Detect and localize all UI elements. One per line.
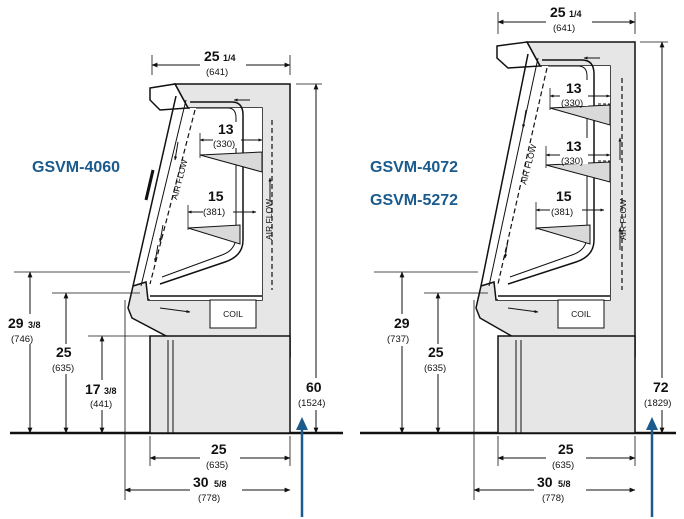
left-shelf-upper-value: 13 (218, 121, 234, 137)
left-shelf-lower-mm: (381) (203, 207, 225, 218)
left-top-width-frac: 1/4 (223, 53, 236, 63)
right-shelf-3-value: 15 (556, 188, 572, 204)
left-canopy (149, 83, 190, 111)
left-base (149, 335, 291, 434)
left-base-depth-mm: (635) (206, 460, 228, 471)
right-top-width-frac: 1/4 (569, 9, 582, 19)
left-front-height-frac: 3/8 (28, 320, 41, 330)
right-unit: COIL AIR FLOW AIR FLOW GSVM-4072 GSVM-52… (370, 4, 682, 517)
left-base-depth-value: 25 (211, 441, 227, 457)
left-overall-depth-frac: 5/8 (214, 479, 227, 489)
left-shelf-lower-value: 15 (208, 188, 224, 204)
right-shelf-2-value: 13 (566, 138, 582, 154)
right-top-width-mm: (641) (553, 23, 575, 34)
right-height-value: 72 (653, 379, 669, 395)
left-overall-depth-mm: (778) (198, 493, 220, 504)
left-base-height-frac: 3/8 (104, 386, 117, 396)
right-overall-depth-frac: 5/8 (558, 479, 571, 489)
right-base (497, 335, 636, 434)
right-shelf-2-mm: (330) (561, 156, 583, 167)
right-shelf-1-value: 13 (566, 80, 582, 96)
right-model-label-b: GSVM-5272 (370, 192, 458, 209)
right-front-glass (480, 53, 529, 287)
right-coil-box (557, 299, 605, 329)
right-airflow-label-rear: AIR FLOW (618, 199, 628, 240)
left-top-width-mm: (641) (206, 67, 228, 78)
right-height-mm: (1829) (644, 398, 671, 409)
left-front-height-mm: (746) (11, 334, 33, 345)
right-duct (507, 59, 595, 285)
left-height-mm: (1524) (298, 398, 325, 409)
right-overall-depth-value: 30 (537, 474, 553, 490)
left-top-width-value: 25 (204, 48, 220, 64)
right-front-height-mm: (737) (387, 334, 409, 345)
left-coil-box (209, 299, 257, 329)
left-airflow-label-rear: AIR FLOW (264, 199, 274, 240)
right-shelf-3-mm: (381) (551, 207, 573, 218)
left-coil-label: COIL (223, 309, 243, 319)
right-overall-depth-mm: (778) (542, 493, 564, 504)
right-top-width-value: 25 (550, 4, 566, 20)
left-model-label: GSVM-4060 (32, 159, 120, 176)
left-shelf-upper (199, 151, 263, 173)
left-front-glass (132, 95, 177, 287)
right-base-depth-value: 25 (558, 441, 574, 457)
right-model-label-a: GSVM-4072 (370, 159, 458, 176)
right-shelf-1 (549, 104, 611, 126)
left-height-value: 60 (306, 379, 322, 395)
left-base-height-value: 17 (85, 381, 101, 397)
left-deck-height-mm: (635) (52, 363, 74, 374)
left-deck-height-value: 25 (56, 344, 72, 360)
right-canopy (496, 41, 542, 69)
right-shelf-3 (535, 224, 591, 245)
left-unit: COIL AIR FLOW AIR FLOW GSVM-4060 25 1/4 … (5, 48, 335, 517)
right-deck-height-value: 25 (428, 344, 444, 360)
right-interior (498, 66, 610, 300)
left-overall-depth-value: 30 (193, 474, 209, 490)
left-shelf-lower (187, 224, 241, 245)
right-front-height-value: 29 (394, 315, 410, 331)
right-base-depth-mm: (635) (552, 460, 574, 471)
right-coil-label: COIL (571, 309, 591, 319)
left-duct (159, 101, 244, 285)
right-deck-height-mm: (635) (424, 363, 446, 374)
right-shelf-1-mm: (330) (561, 98, 583, 109)
left-base-height-mm: (441) (90, 399, 112, 410)
left-front-height-value: 29 (8, 315, 24, 331)
left-shelf-upper-mm: (330) (213, 139, 235, 150)
